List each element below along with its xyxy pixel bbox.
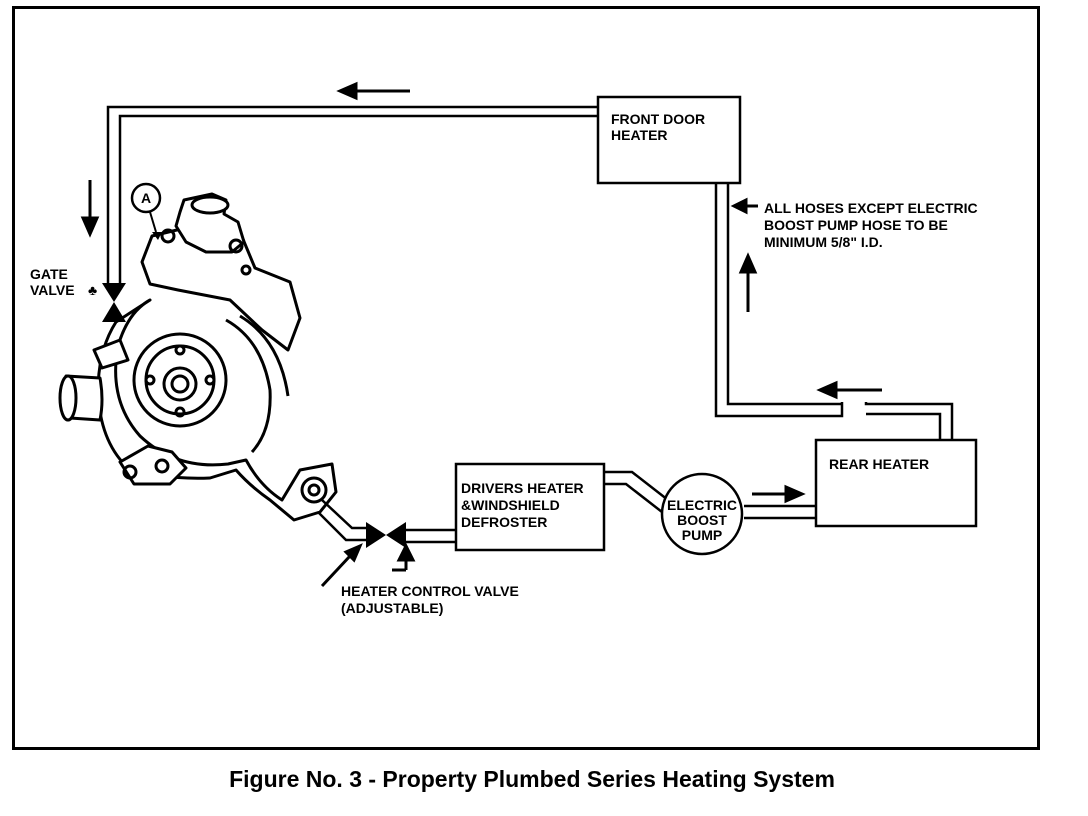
hose-lines — [106, 105, 954, 544]
diagram-frame — [12, 6, 1040, 750]
marker-a-leader — [149, 211, 157, 233]
rear-heater-label: REAR HEATER — [829, 456, 929, 472]
gate-valve-pointer: ♣ — [88, 282, 97, 298]
front-door-heater-label-2: HEATER — [611, 127, 668, 143]
electric-boost-pump-circle — [660, 472, 744, 556]
water-pump-illustration — [58, 192, 338, 522]
marker-a-circle — [130, 182, 162, 214]
drivers-heater-label-1: DRIVERS HEATER — [461, 480, 584, 496]
marker-a-leader-head — [152, 232, 162, 240]
heater-control-valve-symbol — [366, 522, 406, 548]
heater-control-valve-label-1: HEATER CONTROL VALVE — [341, 583, 519, 599]
hose-note-line-2: BOOST PUMP HOSE TO BE — [764, 217, 948, 233]
flow-arrows — [80, 81, 882, 588]
boost-pump-label-2: BOOST — [677, 512, 727, 528]
marker-a-label: A — [141, 190, 151, 206]
drivers-heater-label-3: DEFROSTER — [461, 514, 547, 530]
gate-valve-label-2: VALVE — [30, 282, 75, 298]
rear-heater-box — [814, 438, 978, 528]
gate-valve-symbol — [102, 283, 126, 322]
boost-pump-label-1: ELECTRIC — [667, 497, 737, 513]
boost-pump-label-3: PUMP — [682, 527, 722, 543]
hose-note-line-3: MINIMUM 5/8" I.D. — [764, 234, 883, 250]
heater-control-valve-label-2: (ADJUSTABLE) — [341, 600, 443, 616]
front-door-heater-box — [596, 95, 742, 185]
hose-note-line-1: ALL HOSES EXCEPT ELECTRIC — [764, 200, 978, 216]
front-door-heater-label-1: FRONT DOOR — [611, 111, 705, 127]
drivers-heater-box — [454, 462, 606, 552]
figure-caption: Figure No. 3 - Property Plumbed Series H… — [229, 766, 835, 792]
gate-valve-label-1: GATE — [30, 266, 68, 282]
drivers-heater-label-2: &WINDSHIELD — [461, 497, 560, 513]
